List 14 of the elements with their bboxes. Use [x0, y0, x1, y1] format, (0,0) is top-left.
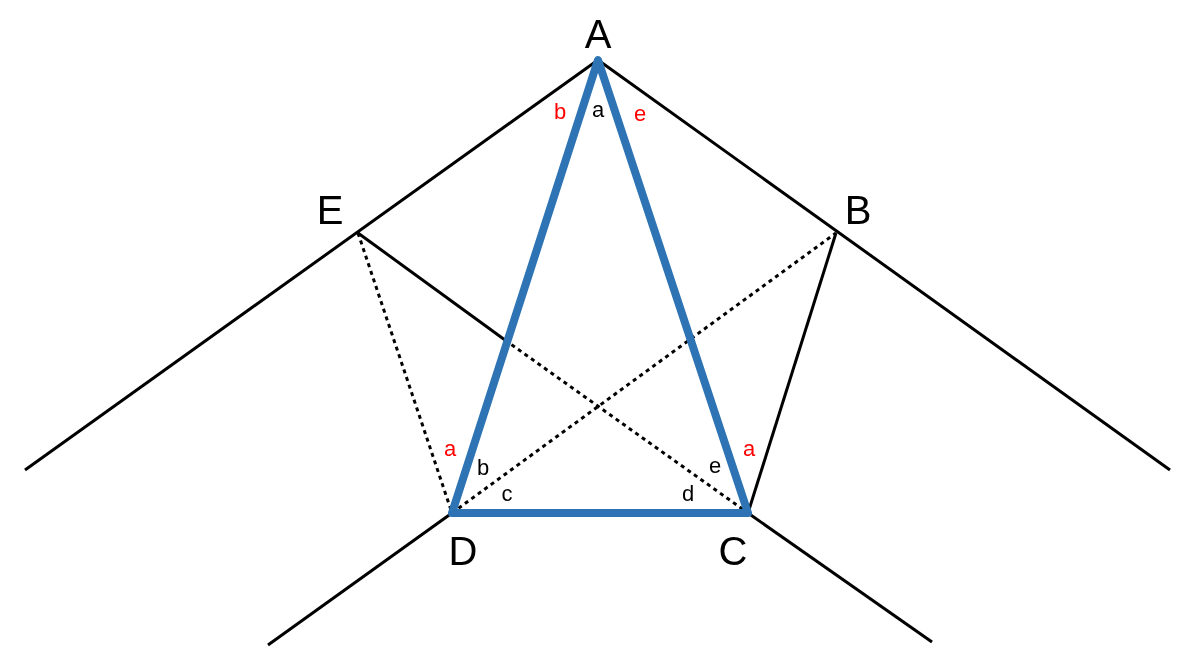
point-label: E [316, 190, 344, 230]
point-label: B [844, 190, 872, 230]
angle-label: b [476, 457, 490, 479]
angle-label: b [553, 101, 567, 123]
angle-label: a [742, 438, 756, 460]
angle-label: c [501, 483, 513, 505]
angle-label: d [681, 483, 695, 505]
angle-label: e [633, 103, 647, 125]
angle-label: e [708, 455, 722, 477]
point-label: A [584, 14, 612, 54]
angle-label: a [443, 438, 457, 460]
point-label: C [718, 531, 748, 571]
angle-label: a [591, 99, 605, 121]
point-label: D [448, 531, 478, 571]
